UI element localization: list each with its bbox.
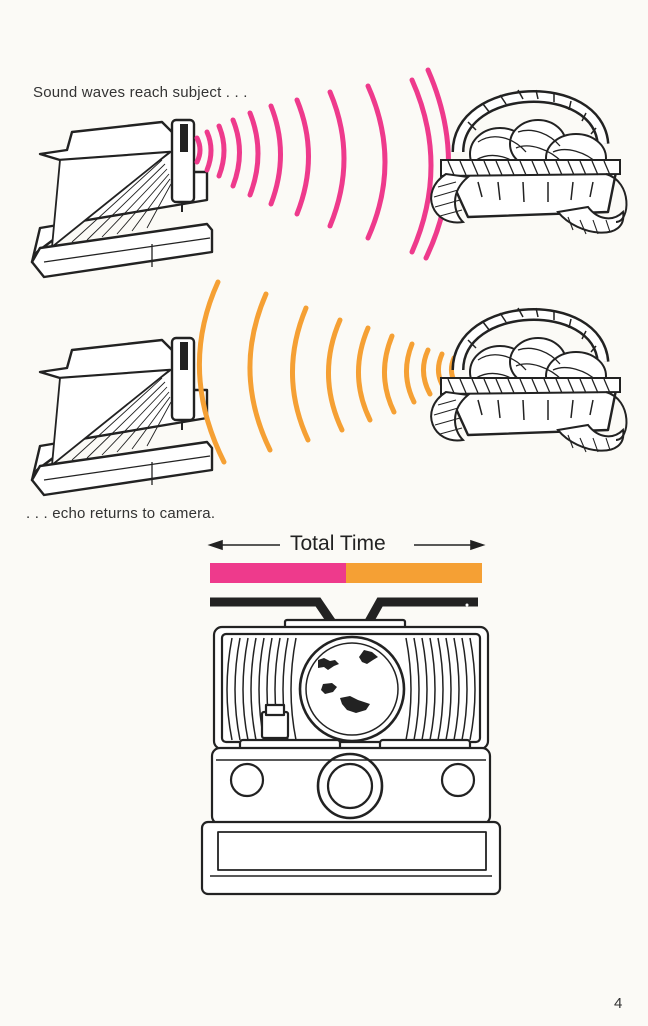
yarn-basket-icon [431, 90, 626, 234]
page-number: 4 [614, 995, 622, 1012]
instant-camera-front-icon [202, 620, 500, 894]
yarn-basket-icon [431, 308, 626, 452]
folded-instant-camera-side-icon [32, 338, 212, 495]
returning-echo-waves [199, 282, 456, 462]
folded-instant-camera-side-icon [32, 120, 212, 277]
outgoing-time-bar [210, 563, 346, 583]
return-time-bar [346, 563, 482, 583]
outgoing-sound-waves [197, 70, 449, 258]
total-time-label: Total Time [290, 532, 386, 556]
